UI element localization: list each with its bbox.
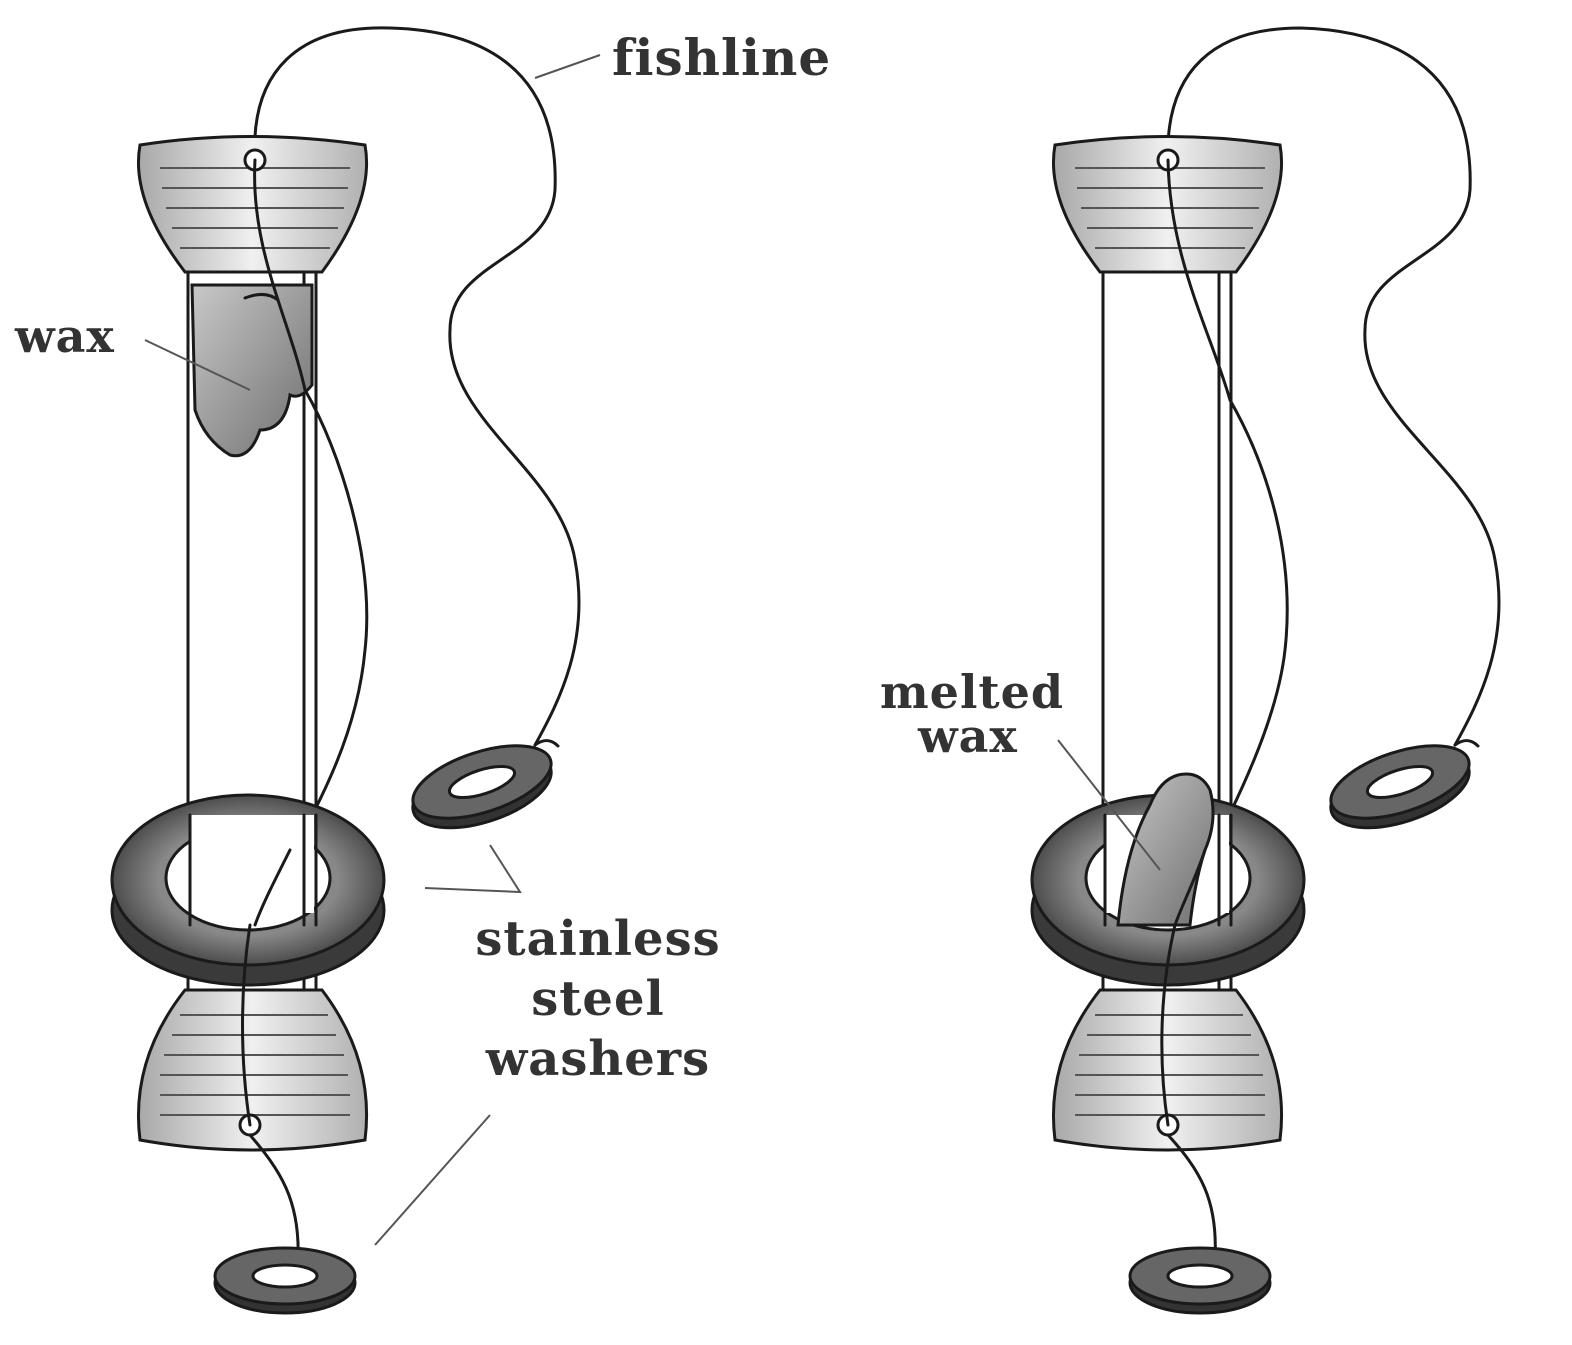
right-fishline-lower xyxy=(1160,923,1177,1127)
left-fishline-inner xyxy=(253,158,369,927)
left-wax-block xyxy=(190,283,314,458)
labels: fishline wax melted wax stainless steel … xyxy=(14,28,1161,1246)
right-fishline-inner xyxy=(1166,158,1289,927)
left-upper-cap xyxy=(136,135,369,274)
washers-label-line3: washers xyxy=(485,1031,710,1087)
left-fishline-lower xyxy=(241,923,252,1127)
fishline-label: fishline xyxy=(612,28,831,87)
melted-wax-label-line2: wax xyxy=(917,709,1018,763)
right-upper-cap xyxy=(1051,135,1284,274)
fishline-leader xyxy=(534,54,601,79)
wax-label: wax xyxy=(14,309,115,363)
washers-label-line1: stainless xyxy=(475,911,720,967)
left-fishline-loop xyxy=(253,26,581,747)
left-lower-cap xyxy=(136,988,369,1152)
right-side-washer xyxy=(1329,739,1480,830)
washers-leader-top xyxy=(424,844,522,894)
left-wax-highlight xyxy=(243,293,280,302)
left-big-washer xyxy=(110,793,386,987)
wax-leader xyxy=(144,339,251,391)
washers-label-line2: steel xyxy=(531,971,665,1027)
right-bottom-washer xyxy=(1128,1246,1272,1315)
left-side-washer xyxy=(411,739,560,830)
left-lower-cap-hatching xyxy=(160,1014,350,1116)
melted-wax-leader xyxy=(1057,739,1161,871)
right-lower-cap xyxy=(1051,988,1284,1152)
right-bottom-line xyxy=(1166,1133,1217,1260)
right-assembly xyxy=(1030,26,1501,1315)
melted-wax-label-line1: melted xyxy=(880,665,1064,719)
left-bottom-line xyxy=(248,1133,300,1260)
washers-leader-bottom xyxy=(374,1114,491,1246)
left-bottom-washer xyxy=(213,1246,357,1315)
left-assembly xyxy=(110,26,581,1315)
right-fishline-loop xyxy=(1166,26,1501,747)
